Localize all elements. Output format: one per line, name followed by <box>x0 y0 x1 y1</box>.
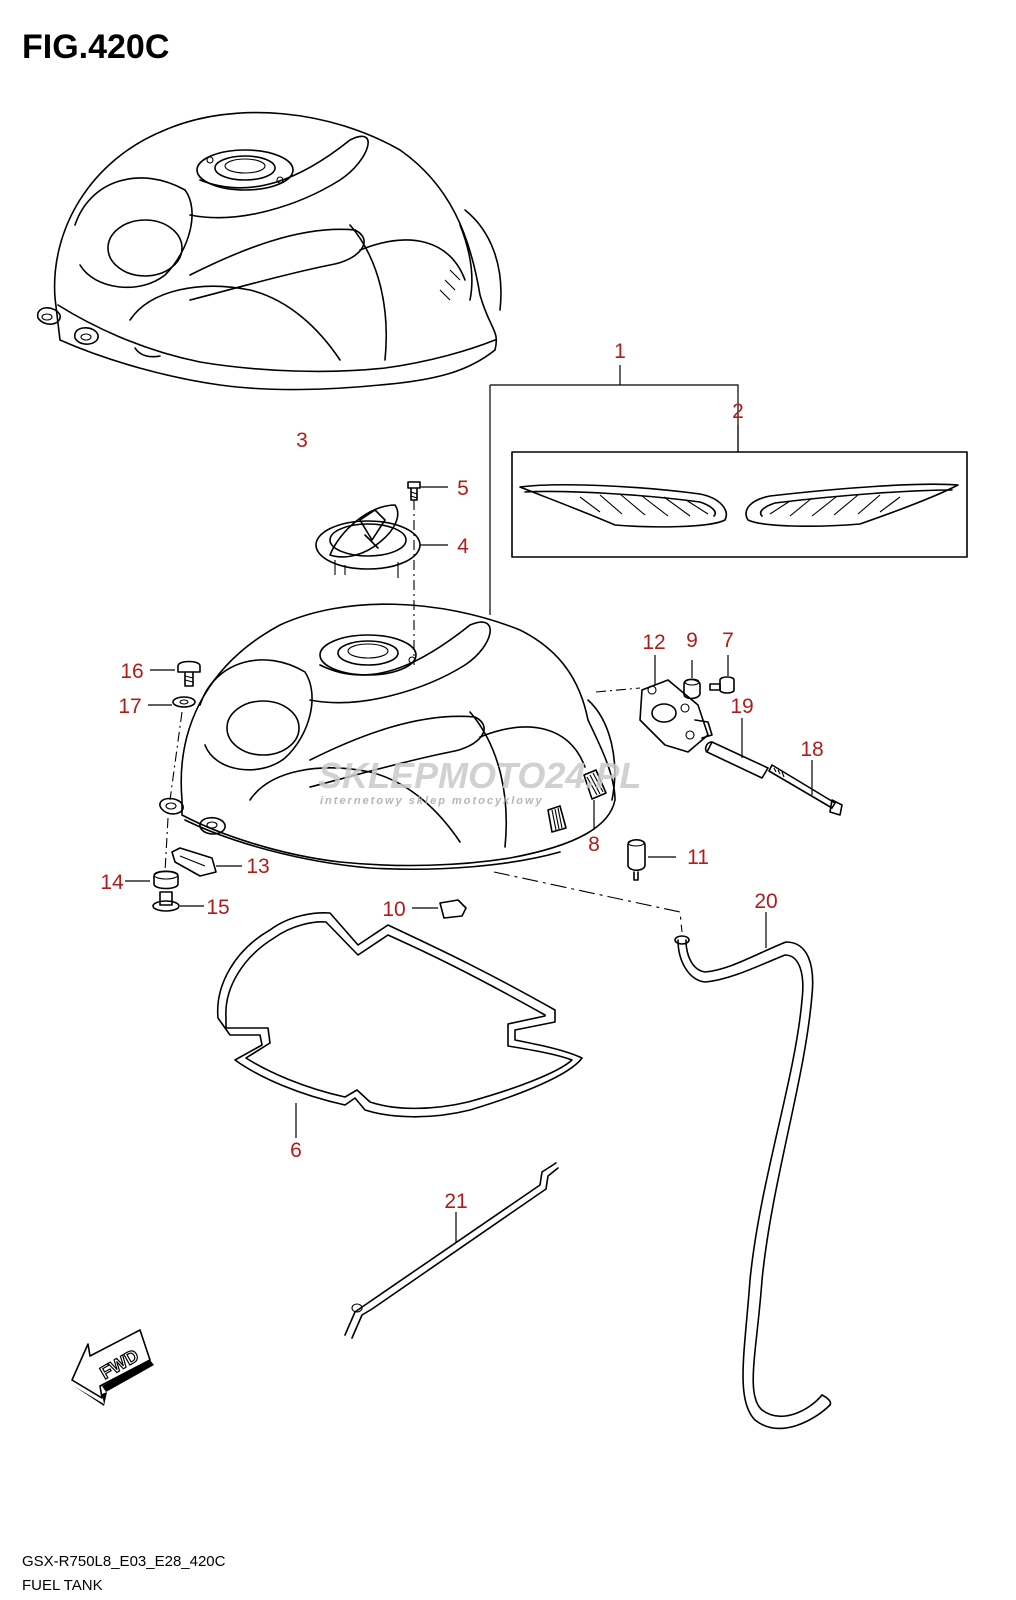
bolt-part-18 <box>768 760 843 816</box>
cushion-part-14 <box>125 870 179 890</box>
callout-2: 2 <box>732 400 744 423</box>
callout-3: 3 <box>296 429 308 452</box>
fuel-cap-part-4 <box>315 500 448 665</box>
callout-20: 20 <box>754 890 777 913</box>
callout-13: 13 <box>246 855 269 878</box>
watermark-tagline: internetowy sklep motocyklowy <box>320 795 544 807</box>
screw-part-5 <box>407 481 448 501</box>
section-name: FUEL TANK <box>22 1577 103 1594</box>
seal-part-6 <box>216 912 583 1138</box>
callout-9: 9 <box>686 629 698 652</box>
callout-18: 18 <box>800 738 823 761</box>
bracket-part-13 <box>164 817 242 877</box>
callout-12: 12 <box>642 631 665 654</box>
callout-4: 4 <box>457 535 469 558</box>
callout-14: 14 <box>100 871 124 894</box>
tank-cover-part-3 <box>37 111 502 391</box>
bracket-part-12 <box>595 655 713 753</box>
callout-labels: 1 2 3 4 5 6 7 8 9 10 11 12 13 14 15 16 1… <box>100 340 823 1213</box>
spacer-part-9 <box>683 660 701 700</box>
model-code: GSX-R750L8_E03_E28_420C <box>22 1553 226 1570</box>
fuel-tank <box>159 603 616 871</box>
callout-21: 21 <box>444 1190 467 1213</box>
callout-16: 16 <box>120 660 143 683</box>
hose-part-20 <box>493 871 832 1430</box>
figure-title: FIG.420C <box>22 28 169 66</box>
fwd-arrow-icon: FWD <box>71 1329 154 1406</box>
callout-10: 10 <box>382 898 405 921</box>
grommet-part-8 <box>583 769 607 830</box>
bolt-part-16 <box>150 660 201 687</box>
callout-5: 5 <box>457 477 469 500</box>
callout-15: 15 <box>206 896 229 919</box>
callout-1: 1 <box>614 340 626 363</box>
watermark-brand: SKLEPMOTO24.PL <box>318 755 641 796</box>
rod-part-19 <box>704 718 769 779</box>
callout-19: 19 <box>730 695 753 718</box>
bolt-part-7 <box>709 655 735 694</box>
callout-6: 6 <box>290 1139 302 1162</box>
washer-part-17 <box>148 696 196 801</box>
watermark: SKLEPMOTO24.PL internetowy sklep motocyk… <box>318 755 641 807</box>
wire-part-21 <box>344 1162 559 1339</box>
callout-11: 11 <box>687 846 709 869</box>
callout-17: 17 <box>118 695 141 718</box>
knee-pad-set-part-1-2 <box>489 365 968 615</box>
callout-7: 7 <box>722 629 734 652</box>
clip-part-10 <box>412 899 467 919</box>
damper-part-11 <box>627 838 676 881</box>
callout-8: 8 <box>588 833 600 856</box>
collar-part-15 <box>152 891 204 912</box>
